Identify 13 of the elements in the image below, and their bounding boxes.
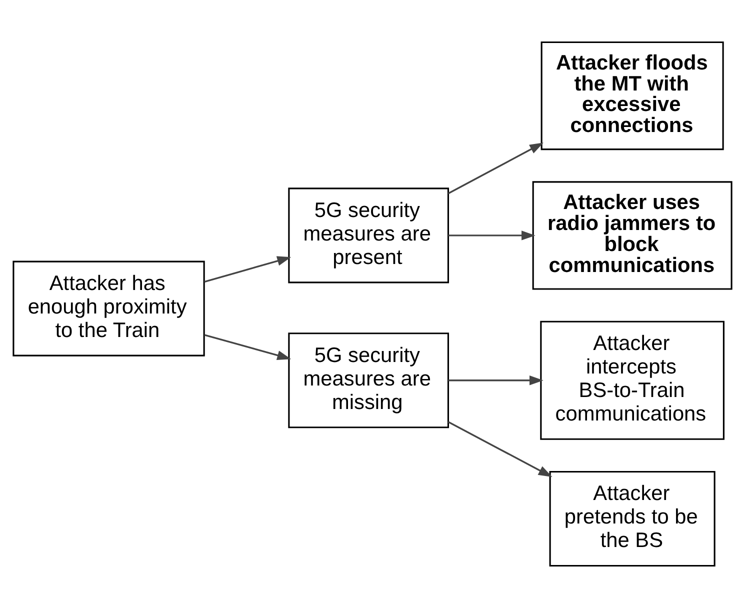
node-box: Attacker floods the MT with excessive connections: [540, 41, 724, 150]
node-box: Attacker uses radio jammers to block communications: [532, 181, 732, 290]
arrow: [448, 142, 544, 194]
node-box: Attacker intercepts BS-to-Train communications: [540, 320, 724, 440]
arrow: [204, 256, 292, 283]
node-box: 5G security measures are missing: [288, 332, 449, 428]
arrow: [448, 230, 536, 240]
arrow: [448, 421, 552, 478]
node-box: Attacker has enough proximity to the Train: [12, 260, 205, 356]
arrow: [204, 334, 292, 360]
node-box: 5G security measures are present: [288, 188, 449, 284]
arrow: [448, 376, 544, 386]
node-box: Attacker pretends to be the BS: [549, 471, 716, 567]
